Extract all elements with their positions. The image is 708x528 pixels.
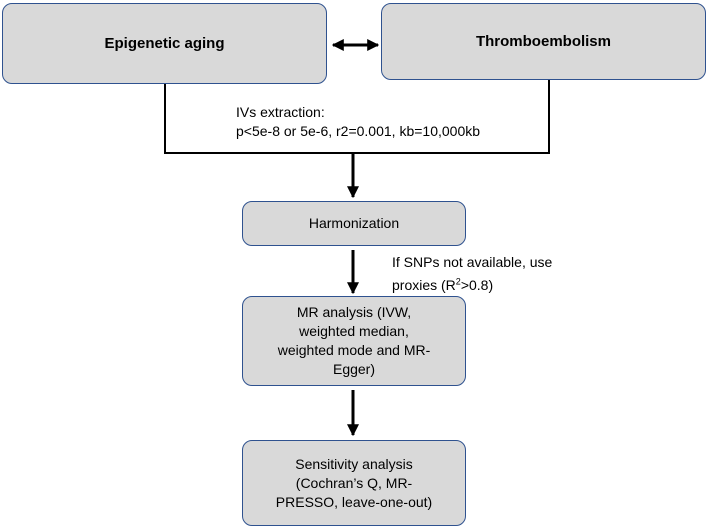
- thromboembolism-label: Thromboembolism: [475, 33, 611, 50]
- merge-bracket: [164, 80, 550, 154]
- sensitivity-analysis-node: Sensitivity analysis (Cochran’s Q, MR- P…: [242, 440, 466, 526]
- sensitivity-line-1: Sensitivity analysis: [295, 455, 413, 472]
- sensitivity-line-2: (Cochran’s Q, MR-: [295, 474, 413, 491]
- sensitivity-line-3: PRESSO, leave-one-out): [275, 493, 433, 510]
- ivs-extraction-title: IVs extraction:: [236, 104, 325, 120]
- proxies-line-2: proxies (R2>0.8): [392, 276, 494, 293]
- ivs-extraction-params: p<5e-8 or 5e-6, r2=0.001, kb=10,000kb: [236, 123, 481, 139]
- harmonization-node: Harmonization: [242, 201, 466, 246]
- epigenetic-aging-label: Epigenetic aging: [104, 35, 225, 52]
- epigenetic-aging-node: Epigenetic aging: [2, 3, 327, 84]
- mr-analysis-line-1: MR analysis (IVW,: [296, 304, 412, 320]
- mr-analysis-line-2: weighted median,: [299, 323, 409, 339]
- mr-analysis-node: MR analysis (IVW, weighted median, weigh…: [242, 296, 466, 386]
- proxies-line-1: If SNPs not available, use: [392, 254, 553, 270]
- harmonization-label: Harmonization: [308, 215, 400, 231]
- proxies-note: If SNPs not available, use proxies (R2>0…: [392, 253, 552, 295]
- mr-analysis-line-4: Egger): [332, 361, 376, 377]
- thromboembolism-node: Thromboembolism: [381, 3, 706, 80]
- ivs-extraction-note: IVs extraction: p<5e-8 or 5e-6, r2=0.001…: [236, 103, 480, 141]
- mr-analysis-line-3: weighted mode and MR-: [277, 342, 431, 358]
